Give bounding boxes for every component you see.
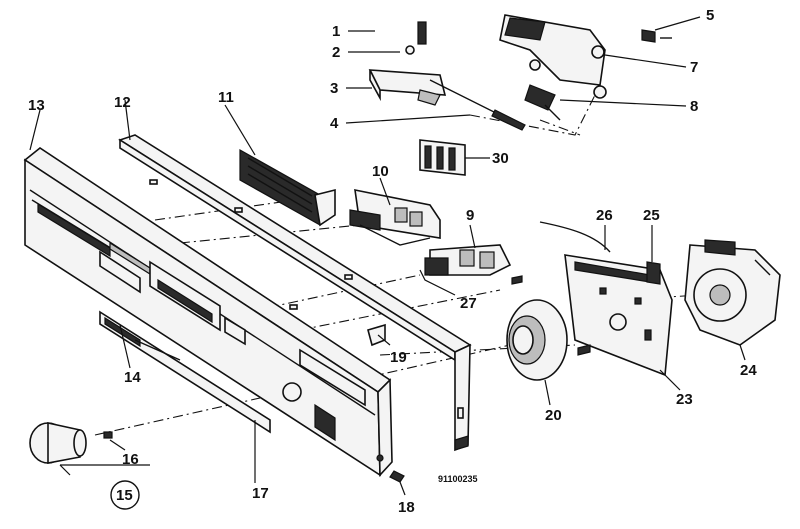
label-26: 26 bbox=[596, 207, 613, 224]
label-11: 11 bbox=[218, 89, 234, 106]
spring-icon bbox=[417, 21, 427, 45]
label-27: 27 bbox=[460, 295, 477, 312]
label-30: 30 bbox=[492, 150, 509, 167]
control-knob bbox=[29, 422, 113, 464]
cable bbox=[539, 221, 611, 253]
label-24: 24 bbox=[740, 362, 757, 379]
micro-switch bbox=[524, 84, 561, 121]
label-2: 2 bbox=[332, 44, 340, 61]
part-labels: 1 2 3 4 5 7 8 9 10 11 12 13 14 15 16 17 … bbox=[28, 7, 757, 516]
label-3: 3 bbox=[330, 80, 338, 97]
label-12: 12 bbox=[114, 94, 131, 111]
drawing-code: 91100235 bbox=[438, 474, 478, 484]
label-19: 19 bbox=[390, 349, 407, 366]
door-lever-assembly bbox=[368, 21, 526, 131]
switch-block bbox=[349, 188, 441, 246]
label-23: 23 bbox=[676, 391, 693, 408]
label-4: 4 bbox=[330, 115, 339, 132]
label-17: 17 bbox=[252, 485, 269, 502]
label-18: 18 bbox=[398, 499, 415, 516]
leader-lines bbox=[29, 16, 746, 496]
relay-switch bbox=[424, 244, 512, 276]
label-5: 5 bbox=[706, 7, 714, 24]
label-15-circle bbox=[110, 480, 140, 510]
front-control-panel bbox=[23, 147, 393, 477]
support-bracket bbox=[118, 134, 472, 452]
label-14: 14 bbox=[124, 369, 141, 386]
connector-block bbox=[419, 139, 466, 176]
timer-motor bbox=[684, 239, 781, 346]
label-10: 10 bbox=[372, 163, 389, 180]
panel-logo-plate bbox=[314, 403, 336, 442]
label-25: 25 bbox=[643, 207, 660, 224]
label-9: 9 bbox=[466, 207, 474, 224]
screws bbox=[367, 275, 591, 483]
panel-knob-hole bbox=[282, 382, 302, 402]
label-1: 1 bbox=[332, 23, 340, 40]
label-7: 7 bbox=[690, 59, 698, 76]
label-13: 13 bbox=[28, 97, 45, 114]
knob-mounting-ring bbox=[506, 299, 568, 381]
label-15: 15 bbox=[116, 487, 133, 504]
lower-trim-strip bbox=[99, 310, 271, 434]
label-20: 20 bbox=[545, 407, 562, 424]
mounting-plate bbox=[564, 254, 673, 377]
label-16: 16 bbox=[122, 451, 139, 468]
circuit-board bbox=[239, 148, 336, 227]
label-8: 8 bbox=[690, 98, 698, 115]
small-nut bbox=[641, 29, 672, 43]
door-lock-mechanism bbox=[499, 14, 607, 99]
